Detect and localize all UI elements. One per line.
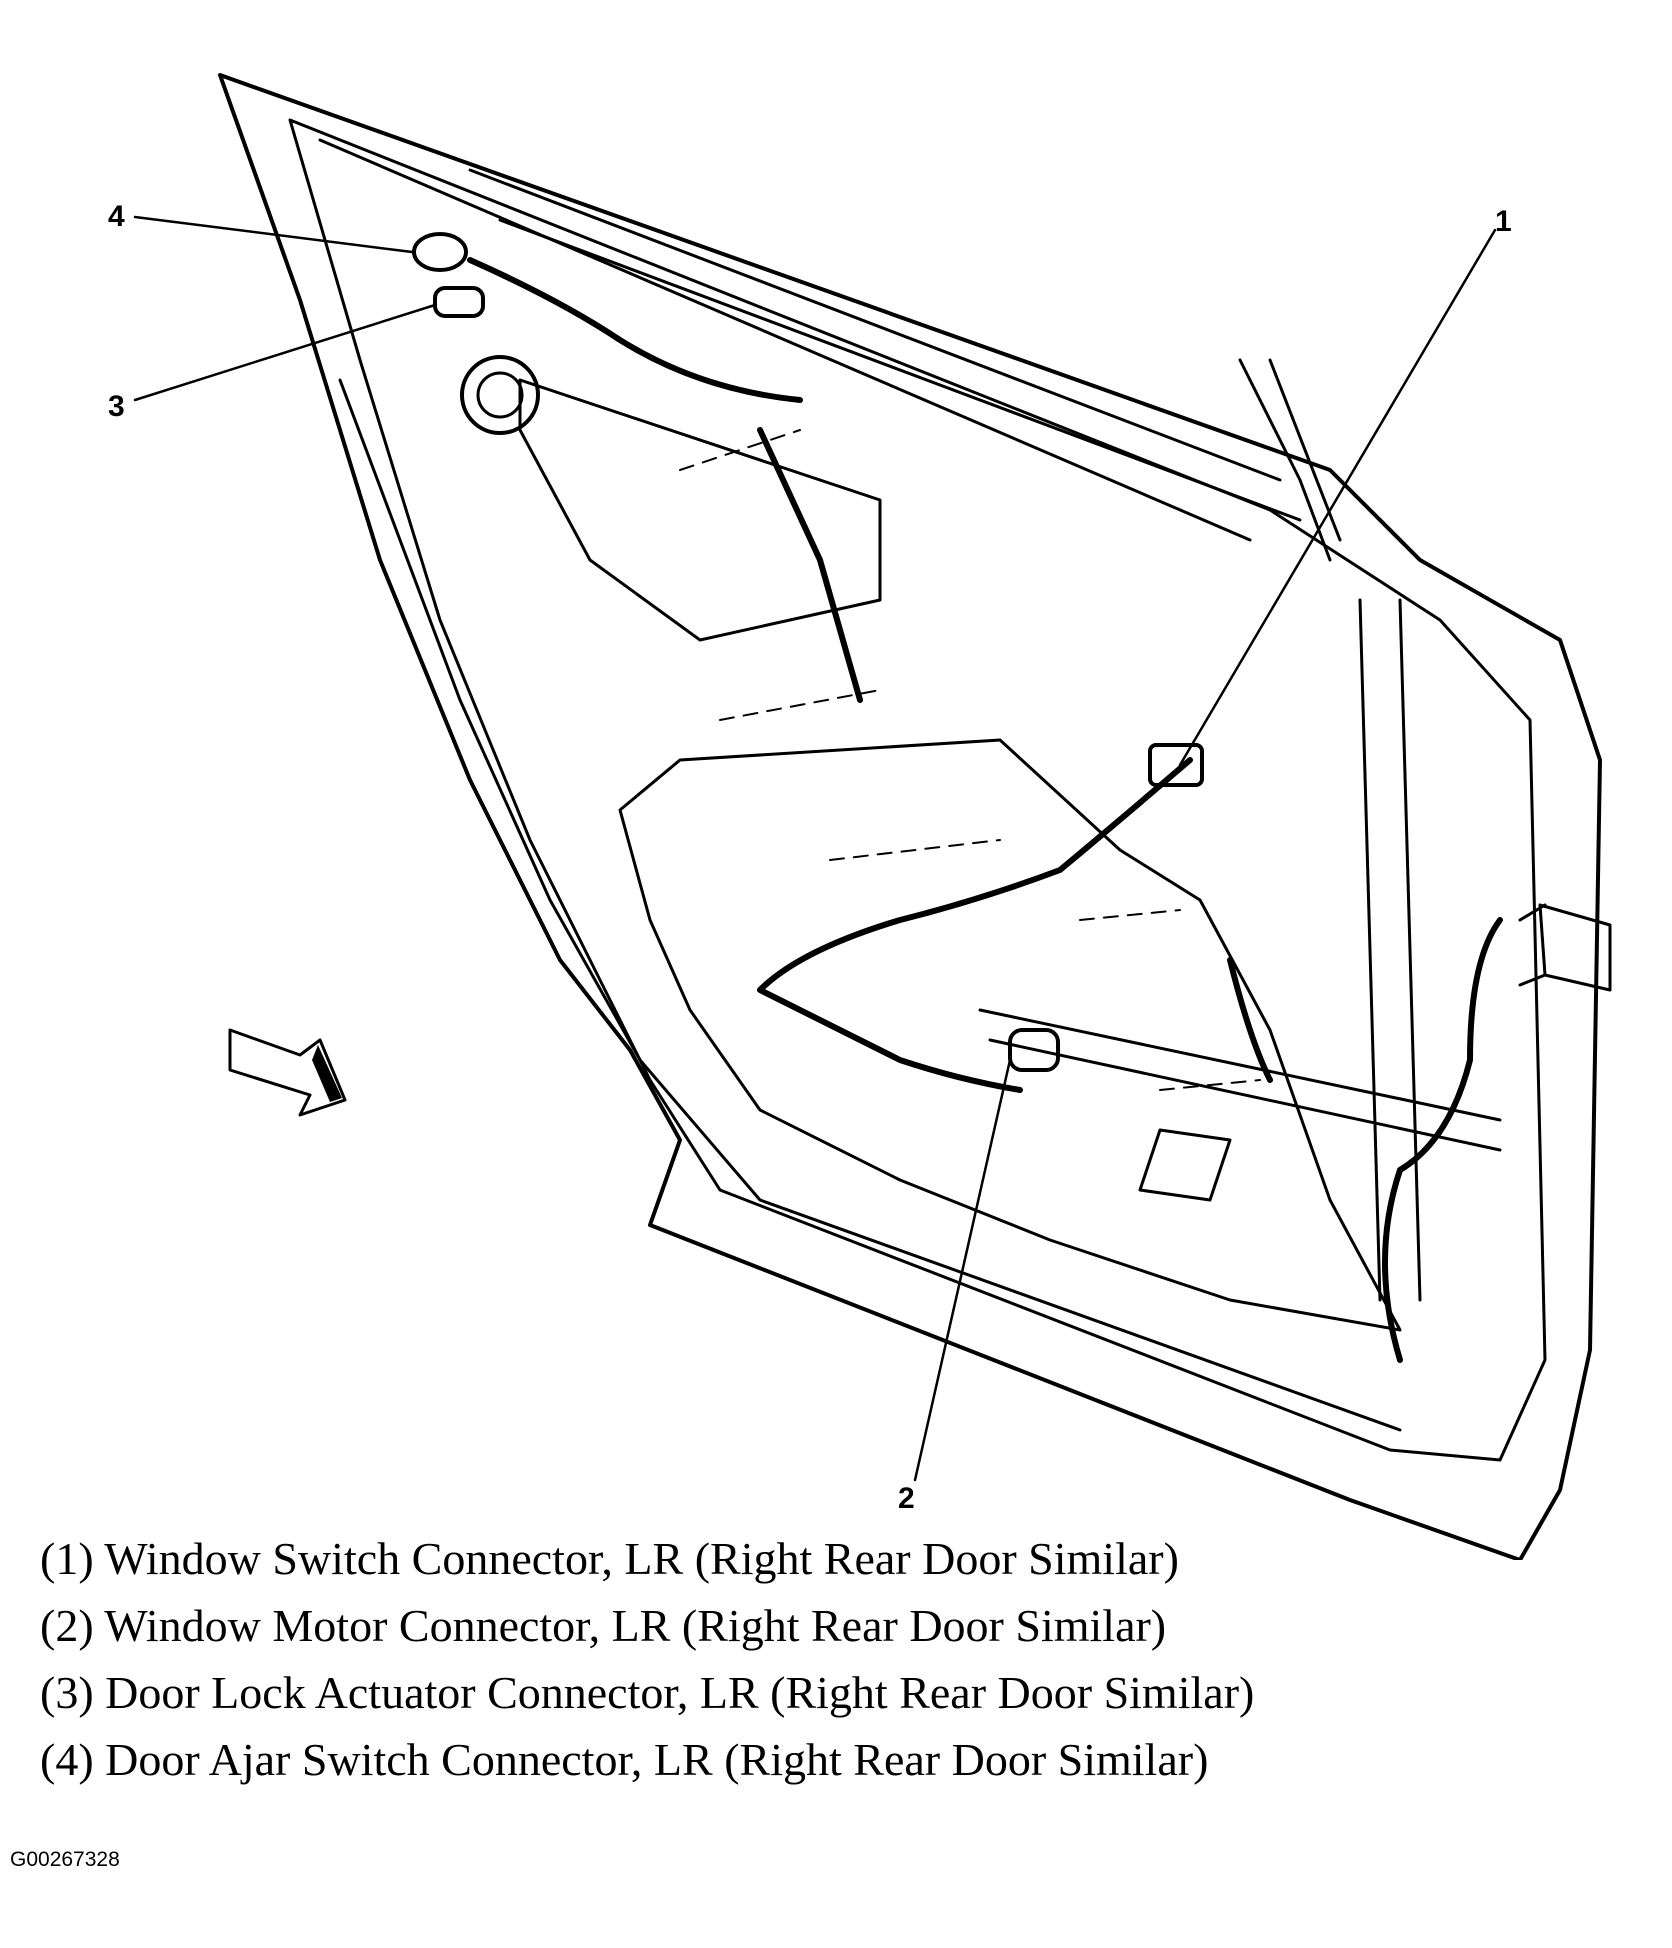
leader-line-2 [913,1058,1012,1482]
wire-harness [467,257,1503,1363]
callout-number-2: 2 [898,1482,915,1515]
leader-line-4 [133,215,414,254]
figure-id: G00267328 [10,1848,120,1871]
legend: (1) Window Switch Connector, LR (Right R… [40,1525,1640,1793]
door-lock-actuator-connector [433,286,485,318]
arrow-icon-shade [312,1045,342,1102]
speaker-hole [460,355,540,435]
legend-item-4: (4) Door Ajar Switch Connector, LR (Righ… [40,1734,1209,1785]
window-motor-connector [1008,1028,1060,1072]
legend-item-1: (1) Window Switch Connector, LR (Right R… [40,1533,1179,1584]
callout-number-4: 4 [108,200,125,233]
door-wiring-diagram [133,73,1612,1560]
window-switch-connector [1148,743,1204,787]
pillar-right [1238,358,1422,1302]
door-ajar-switch-connector [412,232,468,272]
speaker-hole-inner [476,371,524,419]
leader-line-3 [133,303,437,402]
door-inner-frame [288,118,1547,1462]
door-frame-edge [318,138,1402,1432]
callout-number-3: 3 [108,390,125,423]
door-outer-frame [218,73,1602,1560]
hinge-block [1518,903,1612,992]
guide-dashes [679,429,1261,1091]
lower-trim [978,1008,1502,1202]
leader-line-1 [1178,228,1497,767]
inner-panel-outline [618,738,1402,1332]
callout-number-1: 1 [1495,205,1512,238]
legend-item-2: (2) Window Motor Connector, LR (Right Re… [40,1600,1167,1651]
window-channel [468,168,1302,642]
legend-item-3: (3) Door Lock Actuator Connector, LR (Ri… [40,1667,1255,1718]
